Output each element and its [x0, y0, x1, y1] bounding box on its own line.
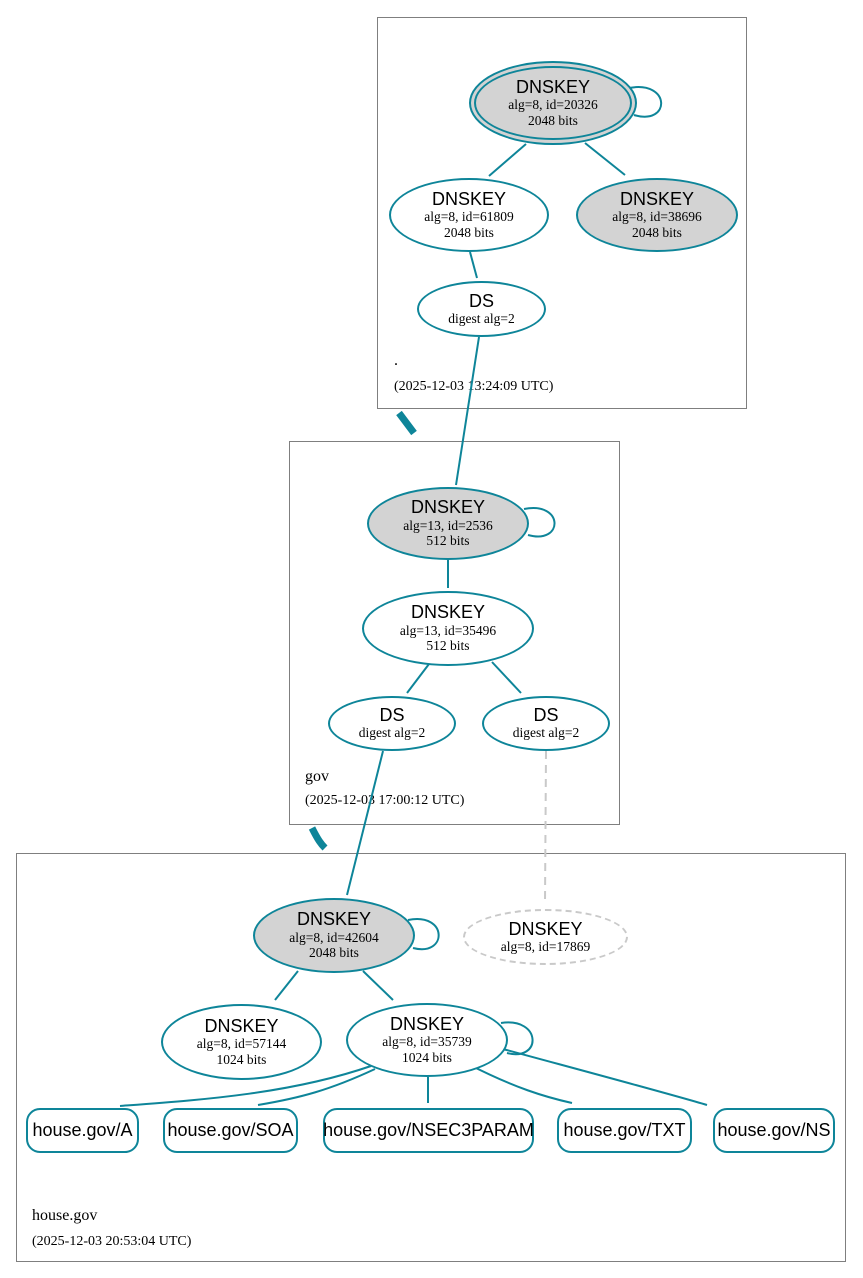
node-detail: alg=8, id=42604 [289, 929, 379, 945]
ds-node-gov-right[interactable]: DS digest alg=2 [482, 696, 610, 751]
node-title: DNSKEY [515, 76, 591, 97]
rrset-node-house-nsec3param[interactable]: house.gov/NSEC3PARAM [323, 1108, 534, 1153]
node-detail: digest alg=2 [358, 725, 426, 741]
zone-timestamp-root: (2025-12-03 13:24:09 UTC) [394, 379, 554, 394]
node-title: DNSKEY [508, 918, 583, 939]
node-title: DS [379, 705, 405, 726]
node-detail: alg=8, id=61809 [424, 209, 514, 225]
dnskey-node-gov-zsk[interactable]: DNSKEY alg=13, id=35496 512 bits [362, 591, 534, 666]
node-title: DS [533, 705, 559, 726]
edge-delegation-gov-to-house [308, 826, 328, 851]
dnskey-node-root-standby[interactable]: DNSKEY alg=8, id=38696 2048 bits [576, 178, 738, 252]
zone-label-root: . [394, 352, 398, 369]
node-detail: 2048 bits [528, 112, 578, 128]
rrset-label: house.gov/A [32, 1119, 133, 1140]
rrset-label: house.gov/NS [717, 1119, 831, 1140]
zone-timestamp-gov: (2025-12-03 17:00:12 UTC) [305, 793, 465, 808]
ds-node-gov-left[interactable]: DS digest alg=2 [328, 696, 456, 751]
dnskey-node-gov-ksk[interactable]: DNSKEY alg=13, id=2536 512 bits [367, 487, 529, 560]
rrset-label: house.gov/SOA [167, 1119, 294, 1140]
dnskey-node-house-missing[interactable]: DNSKEY alg=8, id=17869 [463, 909, 628, 965]
node-detail: 512 bits [426, 533, 470, 549]
node-detail: alg=8, id=57144 [196, 1036, 287, 1052]
node-detail: digest alg=2 [512, 725, 580, 741]
rrset-node-house-a[interactable]: house.gov/A [26, 1108, 139, 1153]
edge-delegation-root-to-gov [396, 410, 417, 436]
node-detail: alg=8, id=17869 [500, 938, 591, 954]
zone-label-house-gov: house.gov [32, 1207, 98, 1224]
rrset-node-house-txt[interactable]: house.gov/TXT [557, 1108, 692, 1153]
ds-node-root[interactable]: DS digest alg=2 [417, 281, 546, 337]
node-detail: alg=13, id=35496 [399, 622, 497, 638]
node-detail: alg=8, id=35739 [382, 1034, 472, 1050]
node-title: DNSKEY [389, 1013, 465, 1034]
zone-label-gov: gov [305, 768, 329, 785]
zone-box-root [377, 17, 747, 409]
node-detail: 1024 bits [216, 1051, 267, 1067]
node-detail: alg=8, id=38696 [612, 209, 702, 225]
dnskey-node-root-ksk[interactable]: DNSKEY alg=8, id=20326 2048 bits [469, 61, 637, 145]
node-title: DNSKEY [296, 909, 372, 930]
node-detail: 2048 bits [309, 945, 359, 961]
dnskey-node-house-ksk[interactable]: DNSKEY alg=8, id=42604 2048 bits [253, 898, 415, 973]
node-title: DNSKEY [410, 497, 486, 518]
node-title: DNSKEY [619, 188, 695, 209]
node-title: DS [468, 290, 494, 311]
zone-box-house-gov [16, 853, 846, 1262]
dnskey-node-root-zsk[interactable]: DNSKEY alg=8, id=61809 2048 bits [389, 178, 549, 252]
rrset-label: house.gov/TXT [563, 1119, 686, 1140]
rrset-node-house-ns[interactable]: house.gov/NS [713, 1108, 835, 1153]
node-title: DNSKEY [431, 188, 507, 209]
node-title: DNSKEY [410, 602, 486, 623]
rrset-node-house-soa[interactable]: house.gov/SOA [163, 1108, 298, 1153]
node-detail: digest alg=2 [448, 310, 515, 326]
dnskey-node-house-zsk-left[interactable]: DNSKEY alg=8, id=57144 1024 bits [161, 1004, 322, 1080]
zone-box-gov [289, 441, 620, 825]
node-detail: 1024 bits [402, 1049, 452, 1065]
node-detail: 2048 bits [444, 224, 494, 240]
node-detail: 2048 bits [632, 224, 682, 240]
dnskey-node-house-zsk-right[interactable]: DNSKEY alg=8, id=35739 1024 bits [346, 1003, 508, 1077]
rrset-label: house.gov/NSEC3PARAM [323, 1119, 534, 1140]
node-title: DNSKEY [204, 1015, 279, 1036]
node-detail: alg=13, id=2536 [403, 517, 493, 533]
node-detail: 512 bits [426, 638, 470, 654]
node-detail: alg=8, id=20326 [508, 97, 598, 113]
zone-timestamp-house-gov: (2025-12-03 20:53:04 UTC) [32, 1234, 192, 1249]
